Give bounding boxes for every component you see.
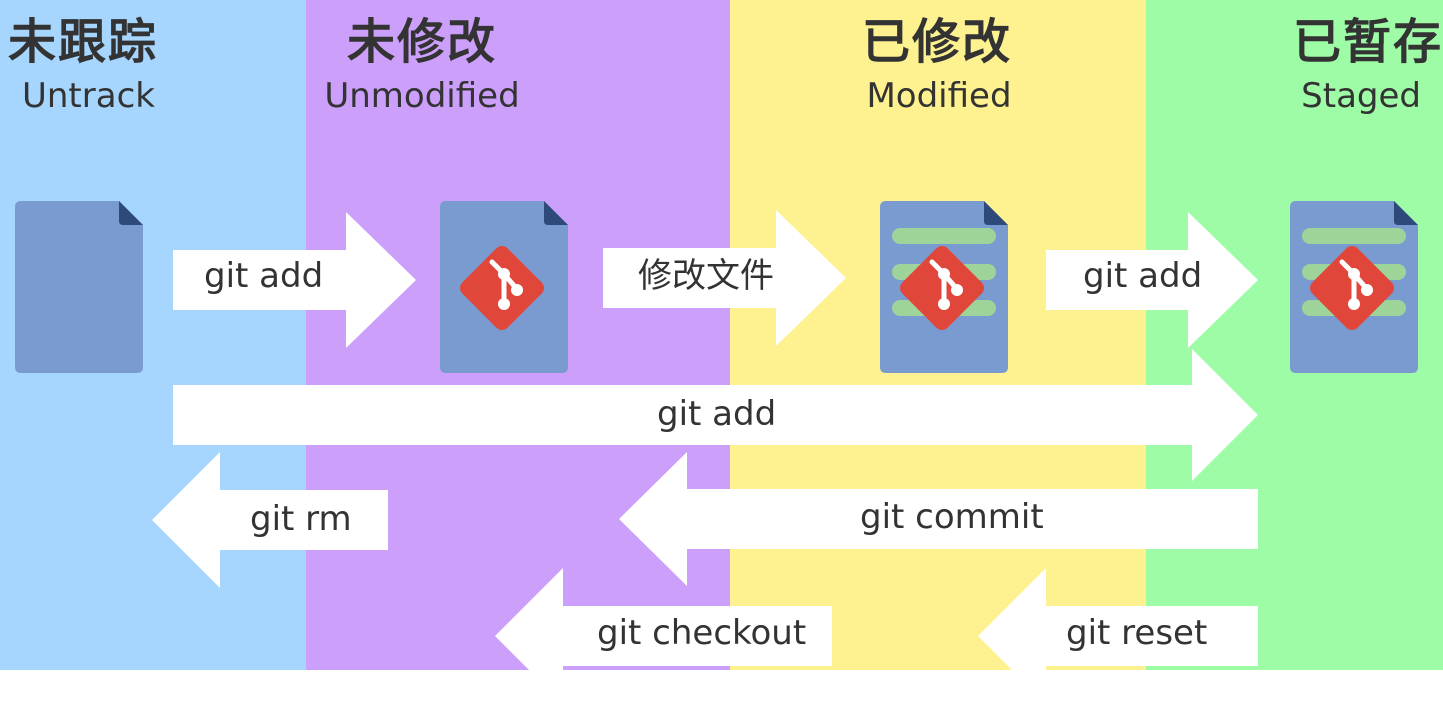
- arrow-shape: [978, 568, 1258, 704]
- arrow-label: git reset: [1066, 613, 1208, 653]
- arrow-git-reset: git reset: [978, 568, 1258, 704]
- arrow-untrack-to-unmodified: git add: [173, 212, 416, 348]
- arrow-label: 修改文件: [638, 256, 774, 296]
- arrow-edit-file: 修改文件: [603, 210, 846, 346]
- arrow-shape: [173, 212, 416, 348]
- arrow-modified-to-staged: git add: [1046, 212, 1258, 348]
- arrow-label: git checkout: [597, 613, 807, 653]
- arrow-git-commit: git commit: [619, 452, 1258, 586]
- arrow-shape: [619, 452, 1258, 586]
- column-title: 已暂存: [1292, 14, 1443, 70]
- arrow-git-rm: git rm: [152, 452, 388, 588]
- arrow-git-checkout: git checkout: [495, 568, 832, 704]
- staged-file-icon: [1290, 201, 1418, 373]
- untracked-file-icon: [15, 201, 143, 373]
- column-title: 已修改: [861, 14, 1012, 70]
- column-title: 未跟踪: [8, 14, 159, 70]
- arrow-shape: [495, 568, 832, 704]
- arrow-untrack-to-staged: git add: [173, 349, 1258, 481]
- arrow-shape: [603, 210, 846, 346]
- column-title: 未修改: [346, 14, 497, 70]
- column-subtitle: Modified: [866, 76, 1012, 116]
- column-subtitle: Unmodified: [324, 76, 520, 116]
- arrow-shape: [152, 452, 388, 588]
- arrow-label: git add: [204, 256, 324, 296]
- arrow-label: git add: [657, 394, 777, 434]
- arrow-label: git add: [1083, 256, 1203, 296]
- unmodified-file-icon: [440, 201, 568, 373]
- arrow-shape: [1046, 212, 1258, 348]
- column-subtitle: Untrack: [22, 76, 155, 116]
- arrow-label: git commit: [860, 497, 1044, 537]
- arrow-label: git rm: [250, 499, 352, 539]
- column-subtitle: Staged: [1301, 76, 1421, 116]
- arrow-shape: [173, 349, 1258, 481]
- modified-file-icon: [880, 201, 1008, 373]
